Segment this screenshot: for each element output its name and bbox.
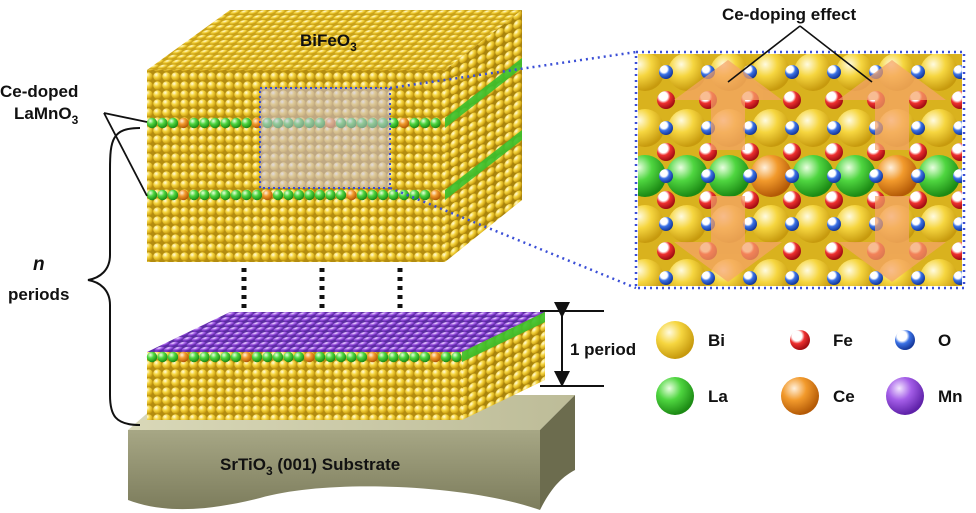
top-block-top-face bbox=[147, 10, 522, 70]
svg-text:LaMnO3: LaMnO3 bbox=[14, 104, 79, 127]
atom-legend: Bi Fe O La Ce Mn bbox=[656, 321, 963, 415]
zoom-inset bbox=[638, 54, 962, 286]
highlight-region bbox=[260, 88, 390, 188]
periods-label: periods bbox=[8, 285, 69, 304]
svg-text:Ce-doped: Ce-doped bbox=[0, 82, 78, 101]
legend-label-mn: Mn bbox=[938, 387, 963, 406]
svg-text:Ce-doping effect: Ce-doping effect bbox=[722, 5, 856, 24]
substrate bbox=[128, 430, 540, 510]
bottom-block: SrTiO3 (001) Substrate bbox=[128, 312, 575, 510]
arrow-down bbox=[838, 196, 946, 282]
arrow-down bbox=[674, 196, 782, 282]
arrow-up bbox=[838, 60, 946, 150]
doped-layer-lower bbox=[146, 189, 441, 201]
legend-label-la: La bbox=[708, 387, 728, 406]
n-symbol: n bbox=[33, 254, 45, 275]
bottom-block-side-face bbox=[462, 312, 545, 420]
legend-label-bi: Bi bbox=[708, 331, 725, 350]
periods-brace bbox=[87, 127, 141, 426]
zoom-guides bbox=[389, 50, 966, 290]
legend-atom-ce bbox=[781, 377, 819, 415]
one-period-label: 1 period bbox=[570, 340, 636, 359]
period-bracket bbox=[540, 302, 604, 387]
substrate-label: SrTiO3 (001) Substrate bbox=[220, 455, 400, 478]
bottom-block-top-face bbox=[147, 312, 545, 352]
top-block-label: BiFeO3 bbox=[300, 31, 357, 54]
doped-label: Ce-doped LaMnO3 bbox=[0, 82, 148, 197]
top-block: BiFeO3 bbox=[146, 10, 522, 262]
legend-atom-la bbox=[656, 377, 694, 415]
doped-layer-bottom bbox=[146, 351, 462, 363]
bottom-block-front-face bbox=[147, 352, 462, 420]
legend-atom-mn bbox=[886, 377, 924, 415]
zoom-frame bbox=[634, 50, 966, 290]
arrow-up bbox=[674, 60, 782, 150]
legend-label-ce: Ce bbox=[833, 387, 855, 406]
legend-atom-bi bbox=[656, 321, 694, 359]
legend-label-fe: Fe bbox=[833, 331, 853, 350]
legend-label-o: O bbox=[938, 331, 951, 350]
doping-effect-annotation: Ce-doping effect bbox=[722, 5, 873, 83]
legend-atom-fe bbox=[790, 330, 810, 350]
legend-atom-o bbox=[895, 330, 915, 350]
